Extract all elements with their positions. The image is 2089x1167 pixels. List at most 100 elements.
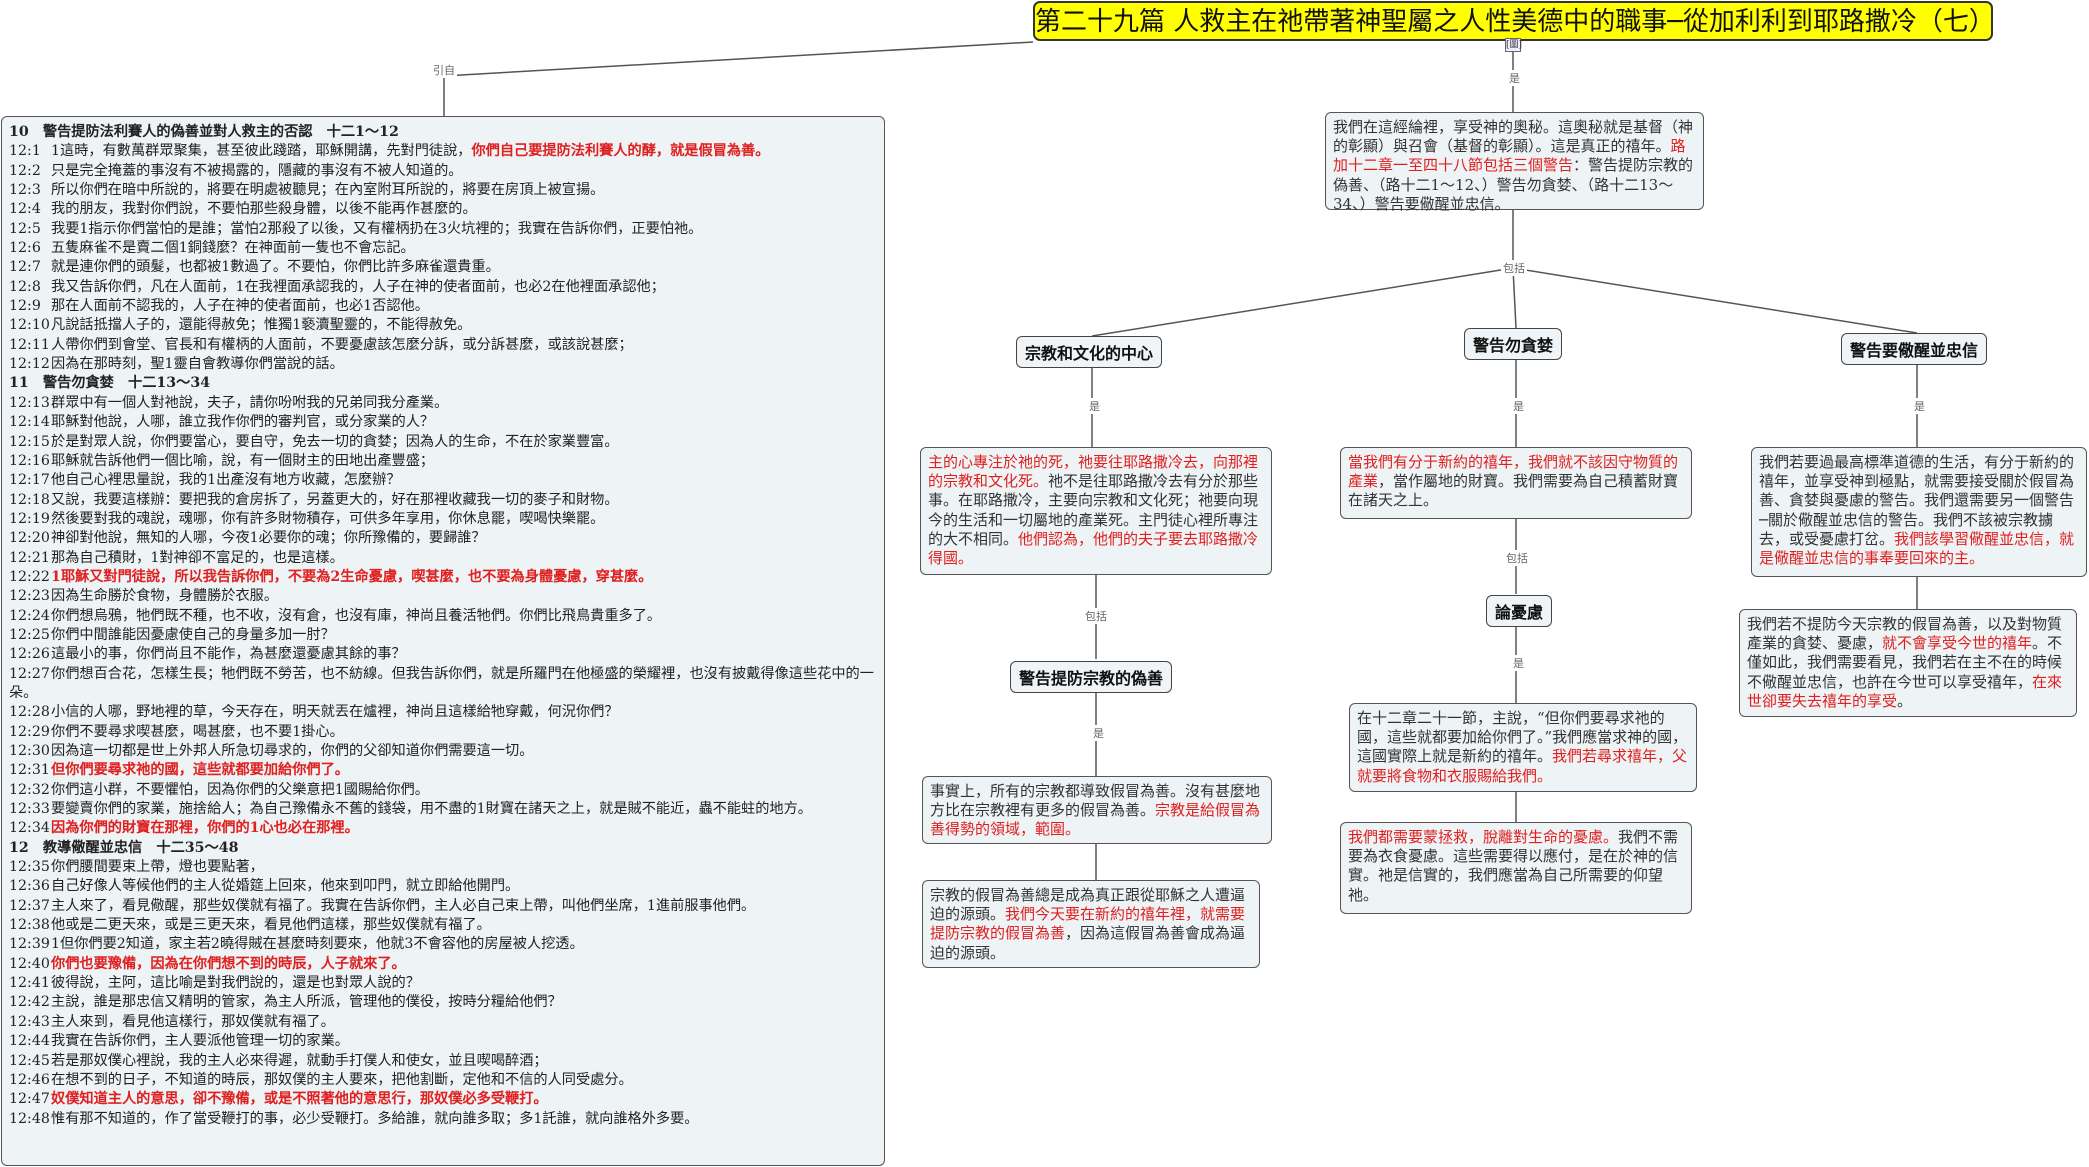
text-run: 他自己心裡思量說，我的1出產沒有地方收藏，怎麼辦？ — [51, 472, 401, 489]
verse-number: 12:26 — [9, 646, 50, 663]
verse-number: 12:46 — [9, 1071, 50, 1088]
text-run: 事實上，所有的宗教都導致假冒為善。沒有甚麼地方比在宗教裡有更多的假冒為善。 — [930, 782, 1261, 820]
verse-text: 群眾中有一個人對祂說，夫子，請你吩咐我的兄弟同我分產業。 — [51, 394, 448, 413]
text-run: 他或是二更天來，或是三更天來，看見他們這樣，那些奴僕就有福了。 — [51, 917, 491, 934]
verse-number: 12:21 — [9, 549, 50, 566]
text-run: 我們若要過最高標準道德的生活，有分于新約的禧年，並享受神到極點，就需要接受關於假… — [1759, 453, 2075, 548]
verse-text: 1但你們要2知道，家主若2曉得賊在甚麼時刻要來，他就3不會容他的房屋被人挖透。 — [51, 935, 584, 954]
text-run: 我們今天要在新約的禧年裡，就需要提防宗教的假冒為善 — [930, 905, 1246, 943]
text-run: 你們自己要提防法利賽人的酵，就是假冒為善。 — [471, 143, 770, 160]
node-image-icon[interactable]: [圖] — [1505, 38, 1523, 52]
verse-text: 凡說話抵擋人子的，還能得赦免；惟獨1褻瀆聖靈的，不能得赦免。 — [51, 316, 471, 335]
text-run: 五隻麻雀不是賣二個1銅錢麼？在神面前一隻也不會忘記。 — [51, 240, 415, 257]
verse-text: 我又告訴你們，凡在人面前，1在我裡面承認我的，人子在神的使者面前，也必2在他裡面… — [51, 278, 665, 297]
verse-line: 12:6 五隻麻雀不是賣二個1銅錢麼？在神面前一隻也不會忘記。 — [9, 239, 877, 258]
verse-number: 12:10 — [9, 317, 50, 334]
verse-text: 耶穌就告訴他們一個比喻，說，有一個財主的田地出產豐盛； — [51, 452, 434, 471]
text-run: 你們腰間要束上帶，燈也要點著， — [51, 859, 264, 876]
text-run: 在來世卻要失去禧年的享受 — [1747, 672, 2063, 710]
verse-number: 12:38 — [9, 917, 50, 934]
verse-number: 12:6 — [9, 240, 41, 257]
verse-number: 12:20 — [9, 530, 50, 547]
text-run: 我們該學習儆醒並忠信，就是儆醒並忠信的事奉要回來的主。 — [1759, 529, 2075, 568]
verse-text: 彼得說，主阿，這比喻是對我們說的，還是也對眾人說的？ — [51, 974, 420, 993]
text-run: 就不會享受今世的禧年 — [1882, 634, 2033, 653]
text-run: 在十二章二十一節，主說，“但你們要尋求祂的國，這些就都要加給你們了。”我們應當求… — [1357, 709, 1688, 766]
verse-number: 12:42 — [9, 994, 50, 1011]
verse-text: 因為生命勝於食物，身體勝於衣服。 — [51, 587, 278, 606]
text-run: 然後要對我的魂說，魂哪，你有許多財物積存，可供多年享用，你休息罷，喫喝快樂罷。 — [51, 510, 605, 527]
is-label: 是 — [1087, 398, 1102, 414]
verse-number: 12:16 — [9, 452, 50, 469]
text-run: 主說，誰是那忠信又精明的管家，為主人所派，管理他的僕役，按時分糧給他們？ — [51, 994, 562, 1011]
verse-number: 12:15 — [9, 433, 50, 450]
text-run: 就是連你們的頭髮，也都被1數過了。不要怕，你們比許多麻雀還貴重。 — [51, 259, 500, 276]
verse-text: 然後要對我的魂說，魂哪，你有許多財物積存，可供多年享用，你休息罷，喫喝快樂罷。 — [51, 510, 604, 529]
verse-number: 12:12 — [9, 356, 50, 373]
verse-number: 12:41 — [9, 975, 50, 992]
topic-religion-center[interactable]: 宗教和文化的中心 — [1016, 336, 1163, 368]
text-run: 你們這小群，不要懼怕，因為你們的父樂意把1國賜給你們。 — [51, 781, 429, 798]
text-run: 群眾中有一個人對祂說，夫子，請你吩咐我的兄弟同我分產業。 — [51, 394, 449, 411]
is-label: 是 — [1511, 655, 1526, 671]
verse-text: 耶穌對他說，人哪，誰立我作你們的審判官，或分家業的人？ — [51, 413, 434, 432]
topic-anxiety[interactable]: 論憂慮 — [1486, 595, 1553, 627]
verse-number: 12:35 — [9, 859, 50, 876]
verse-number: 12:48 — [9, 1110, 50, 1127]
text-run: 我們若尋求禧年，父就要將食物和衣服賜給我們。 — [1357, 747, 1688, 785]
verse-text: 你們不要尋求喫甚麼，喝甚麼，也不要1掛心。 — [51, 723, 344, 742]
topic-warn-watch[interactable]: 警告要儆醒並忠信 — [1841, 333, 1988, 365]
verse-text: 這最小的事，你們尚且不能作，為甚麼還憂慮其餘的事？ — [51, 645, 406, 664]
detail-religion-center[interactable]: 主的心專注於祂的死，祂要往耶路撒冷去，向那裡的宗教和文化死。祂不是往耶路撒冷去有… — [920, 447, 1272, 575]
verse-text: 我要1指示你們當怕的是誰；當怕2那殺了以後，又有權柄扔在3火坑裡的；我實在告訴你… — [51, 220, 702, 239]
text-run: 小信的人哪，野地裡的草，今天存在，明天就丟在爐裡，神尚且這樣給牠穿戴，何況你們？ — [51, 704, 619, 721]
text-run: 自己好像人等候他們的主人從婚筵上回來，他來到叩門，就立即給他開門。 — [51, 878, 520, 895]
topic-warn-hypocrisy[interactable]: 警告提防宗教的偽善 — [1010, 661, 1173, 693]
text-run: 耶穌對他說，人哪，誰立我作你們的審判官，或分家業的人？ — [51, 414, 435, 431]
text-run: 只是完全掩蓋的事沒有不被揭露的，隱藏的事沒有不被人知道的。 — [51, 162, 463, 179]
verse-number: 12:36 — [9, 878, 50, 895]
verse-text: 於是對眾人說，你們要當心，要自守，免去一切的貪婪；因為人的生命，不在於家業豐富。 — [51, 433, 619, 452]
text-run: ，因為這假冒為善會成為逼迫的源頭。 — [930, 924, 1246, 962]
topic-warn-greed[interactable]: 警告勿貪婪 — [1464, 328, 1563, 360]
verse-text: 就是連你們的頭髮，也都被1數過了。不要怕，你們比許多麻雀還貴重。 — [51, 258, 500, 277]
detail-hypocrisy-1[interactable]: 事實上，所有的宗教都導致假冒為善。沒有甚麼地方比在宗教裡有更多的假冒為善。宗教是… — [922, 776, 1272, 844]
verse-number: 12:37 — [9, 897, 50, 914]
text-run: 。不僅如此，我們需要看見，我們若在主不在的時候不儆醒並忠信，也許在今世可以享受禧… — [1747, 634, 2063, 691]
text-run: 這最小的事，你們尚且不能作，為甚麼還憂慮其餘的事？ — [51, 646, 406, 663]
verse-number: 12:19 — [9, 510, 50, 527]
verse-text: 但你們要尋求祂的國，這些就都要加給你們了。 — [51, 761, 349, 780]
include-label: 包括 — [1083, 608, 1109, 624]
text-run: 你們中間誰能因憂慮使自己的身量多加一肘？ — [51, 626, 335, 643]
detail-watch-2[interactable]: 我們若不提防今天宗教的假冒為善，以及對物質產業的貪婪、憂慮，就不會享受今世的禧年… — [1739, 609, 2077, 717]
link-title-to-quote — [443, 41, 1034, 116]
text-run: 我們若不提防今天宗教的假冒為善，以及對物質產業的貪婪、憂慮， — [1747, 615, 2063, 653]
detail-greed[interactable]: 當我們有分于新約的禧年，我們就不該因守物質的產業，當作屬地的財寶。我們需要為自己… — [1340, 447, 1692, 519]
summary-node[interactable]: 我們在這經綸裡，享受神的奧秘。這奧秘就是基督（神的彰顯）與召會（基督的彰顯）。這… — [1325, 112, 1704, 213]
detail-anxiety-2[interactable]: 我們都需要蒙拯救，脫離對生命的憂慮。我們不需要為衣食憂慮。這些需要得以應付，是在… — [1340, 822, 1692, 914]
verse-number: 12:1 — [9, 143, 41, 160]
verse-number: 12:45 — [9, 1052, 50, 1069]
detail-hypocrisy-2[interactable]: 宗教的假冒為善總是成為真正跟從耶穌之人遭逼迫的源頭。我們今天要在新約的禧年裡，就… — [922, 880, 1260, 968]
detail-watch-1[interactable]: 我們若要過最高標準道德的生活，有分于新約的禧年，並享受神到極點，就需要接受關於假… — [1751, 447, 2087, 577]
detail-anxiety-1[interactable]: 在十二章二十一節，主說，“但你們要尋求祂的國，這些就都要加給你們了。”我們應當求… — [1349, 703, 1697, 792]
verse-text: 又說，我要這樣辦：要把我的倉房拆了，另蓋更大的，好在那裡收藏我一切的麥子和財物。 — [51, 491, 619, 510]
text-run: 因為這一切都是世上外邦人所急切尋求的，你們的父卻知道你們需要這一切。 — [51, 743, 534, 759]
